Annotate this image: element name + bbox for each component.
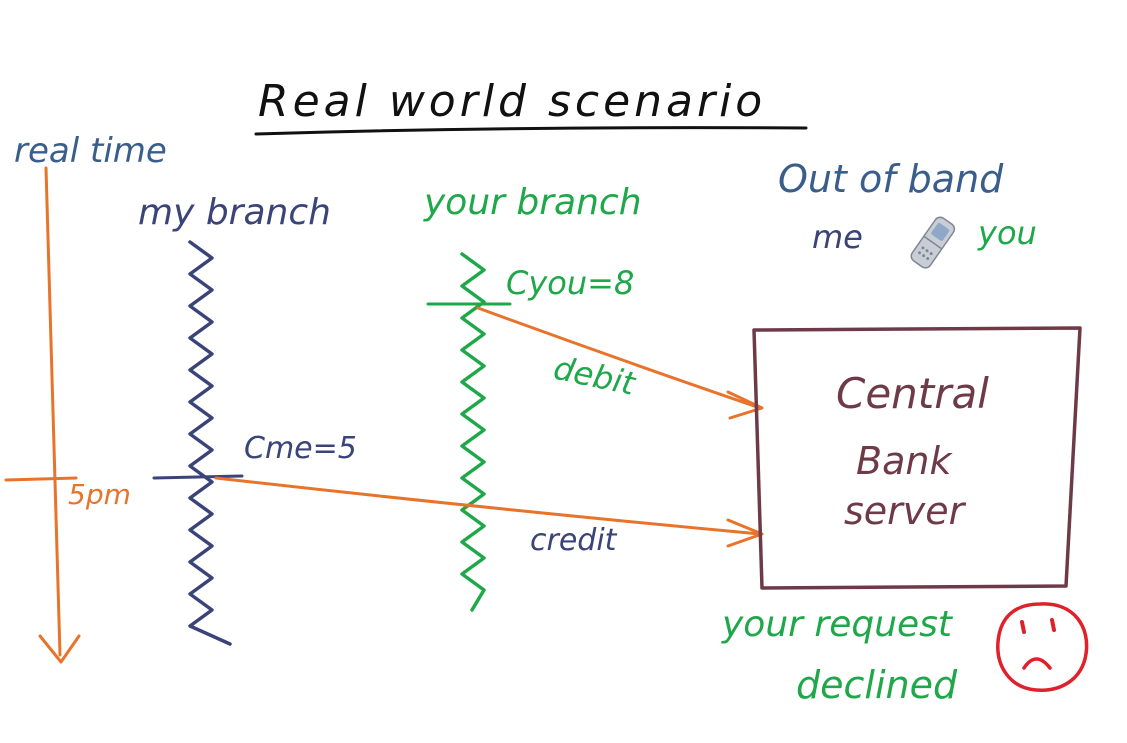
time-5pm-label: 5pm xyxy=(68,478,131,511)
c-me-label: Cme=5 xyxy=(244,431,357,466)
c-you-label: Cyou=8 xyxy=(506,264,634,302)
time-5pm-tick xyxy=(4,476,78,482)
real-time-label: real time xyxy=(14,131,167,171)
your-branch-timeline xyxy=(460,252,486,612)
debit-arrow xyxy=(476,306,762,410)
you-label: you xyxy=(977,214,1037,252)
real-time-arrowhead xyxy=(38,634,81,664)
flip-phone-icon xyxy=(910,216,956,269)
server-line3: server xyxy=(844,489,967,533)
my-branch-event-tick xyxy=(152,474,244,480)
my-branch-label: my branch xyxy=(138,192,331,233)
diagram-title: Real world scenario xyxy=(258,76,766,127)
title-underline xyxy=(254,126,808,136)
sad-face-icon xyxy=(996,602,1089,692)
declined-line2: declined xyxy=(796,663,958,707)
me-label: me xyxy=(812,218,863,256)
real-time-axis xyxy=(44,166,62,657)
server-line2: Bank xyxy=(856,439,953,483)
server-line1: Central xyxy=(836,369,989,418)
out-of-band-label: Out of band xyxy=(778,157,1004,201)
central-bank-server-box xyxy=(752,326,1082,590)
credit-label: credit xyxy=(530,523,618,558)
declined-line1: your request xyxy=(721,604,954,645)
my-branch-timeline xyxy=(188,240,232,646)
credit-arrow xyxy=(214,476,762,536)
your-branch-label: your branch xyxy=(423,182,642,223)
debit-arrowhead xyxy=(726,390,764,420)
debit-label: debit xyxy=(550,349,639,403)
